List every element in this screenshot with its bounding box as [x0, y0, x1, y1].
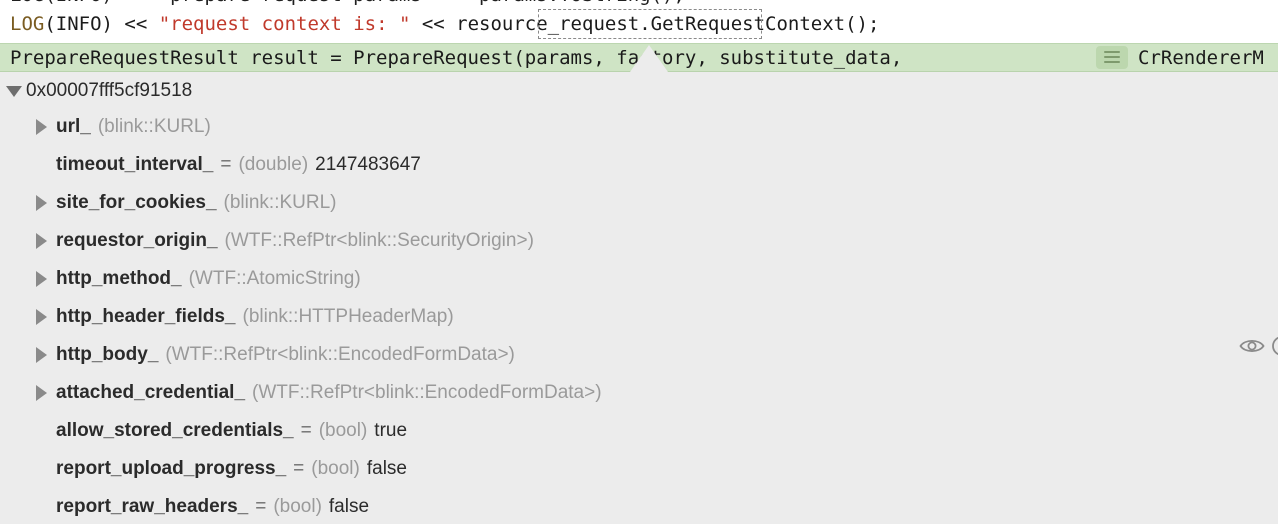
tree-row-report-raw-headers[interactable]: report_raw_headers_ = (bool) false — [0, 488, 1278, 524]
code-line-clipped[interactable]: LOG(INFO) << "prepare request params" <<… — [10, 0, 685, 9]
thread-name-label: CrRendererM — [1138, 47, 1264, 69]
disclosure-triangle-collapsed-icon[interactable] — [36, 233, 47, 249]
code-line-prepare-request-tail: ams, factory, substitute_data, — [559, 47, 914, 69]
tree-row-url[interactable]: url_ (blink::KURL) — [0, 108, 1278, 146]
disclosure-triangle-collapsed-icon[interactable] — [36, 385, 47, 401]
variable-type: (blink::KURL) — [223, 192, 337, 213]
variable-name: requestor_origin_ — [56, 230, 218, 251]
token-string-literal: "request context is: " — [158, 13, 411, 35]
token-member-call: .GetRequestContext(); — [639, 13, 880, 35]
variable-name: site_for_cookies_ — [56, 192, 217, 213]
variable-equals: = — [255, 496, 267, 517]
tree-row-allow-stored-credentials[interactable]: allow_stored_credentials_ = (bool) true — [0, 412, 1278, 450]
variable-type: (blink::KURL) — [97, 116, 211, 137]
disclosure-triangle-expanded-icon[interactable] — [6, 86, 22, 97]
tree-row-timeout-interval[interactable]: timeout_interval_ = (double) 2147483647 — [0, 146, 1278, 184]
disclosure-triangle-collapsed-icon[interactable] — [36, 271, 47, 287]
variable-name: attached_credential_ — [56, 382, 246, 403]
variable-value: 2147483647 — [315, 154, 421, 175]
variable-equals: = — [220, 154, 232, 175]
variable-inspector-popup[interactable]: 0x00007fff5cf91518 url_(blink::KURL) tim… — [0, 72, 1278, 524]
popup-arrow — [630, 45, 668, 72]
code-line-prepare-request[interactable]: PrepareRequestResult result = PrepareReq… — [10, 44, 914, 72]
variable-name: url_ — [56, 116, 91, 137]
variable-name: report_raw_headers_ — [56, 496, 249, 517]
hamburger-menu-icon — [1104, 51, 1120, 63]
variable-type: (double) — [238, 154, 309, 175]
variable-name: timeout_interval_ — [56, 154, 214, 175]
variable-name: http_header_fields_ — [56, 306, 236, 327]
variable-type: (bool) — [273, 496, 322, 517]
disclosure-triangle-collapsed-icon[interactable] — [36, 309, 47, 325]
token-info-args: (INFO) — [44, 13, 113, 35]
tree-row-site-for-cookies[interactable]: site_for_cookies_ (blink::KURL) — [0, 184, 1278, 222]
variable-type: (blink::HTTPHeaderMap) — [242, 306, 454, 327]
variable-type: (WTF::RefPtr<blink::EncodedFormData>) — [165, 344, 515, 365]
variable-name: report_upload_progress_ — [56, 458, 287, 479]
tree-row-attached-credential[interactable]: attached_credential_ (WTF::RefPtr<blink::… — [0, 374, 1278, 412]
tree-row-http-body[interactable]: http_body_ (WTF::RefPtr<blink::EncodedFor… — [0, 336, 1278, 374]
variable-value: false — [366, 458, 407, 479]
identifier-selection-box — [538, 9, 762, 39]
variable-type: (WTF::AtomicString) — [188, 268, 361, 289]
root-address-label: 0x00007fff5cf91518 — [26, 80, 193, 101]
variable-equals: = — [293, 458, 305, 479]
variable-value: false — [328, 496, 370, 517]
tree-row-requestor-origin[interactable]: requestor_origin_ (WTF::RefPtr<blink::Sec… — [0, 222, 1278, 260]
variable-equals: = — [300, 420, 312, 441]
partial-circle-icon[interactable] — [1271, 336, 1278, 358]
eye-icon[interactable] — [1239, 336, 1265, 361]
code-line-log-statement[interactable]: LOG(INFO) << "request context is: " << r… — [10, 10, 879, 38]
token-log: LOG — [10, 13, 45, 35]
variable-type: (bool) — [311, 458, 360, 479]
token-identifier-resource-request[interactable]: resource_request — [456, 13, 640, 35]
tree-row-report-upload-progress[interactable]: report_upload_progress_ = (bool) false — [0, 450, 1278, 488]
disclosure-triangle-collapsed-icon[interactable] — [36, 195, 47, 211]
disclosure-triangle-collapsed-icon[interactable] — [36, 347, 47, 363]
token-shift-2: << — [410, 13, 457, 35]
variable-name: http_body_ — [56, 344, 159, 365]
tree-row-http-header-fields[interactable]: http_header_fields_ (blink::HTTPHeaderMap… — [0, 298, 1278, 336]
token-shift-1: << — [112, 13, 159, 35]
code-line-clipped-text: LOG(INFO) << "prepare request params" <<… — [10, 0, 685, 6]
variable-type: (WTF::RefPtr<blink::EncodedFormData>) — [252, 382, 602, 403]
code-line-prepare-request-hidden: ar — [536, 47, 560, 69]
tree-row-http-method[interactable]: http_method_ (WTF::AtomicString) — [0, 260, 1278, 298]
variable-name: allow_stored_credentials_ — [56, 420, 294, 441]
variable-value: true — [374, 420, 408, 441]
code-line-prepare-request-head: PrepareRequestResult result = PrepareReq… — [10, 47, 537, 69]
variable-name: http_method_ — [56, 268, 182, 289]
variable-type: (bool) — [318, 420, 368, 441]
variable-type: (WTF::RefPtr<blink::SecurityOrigin>) — [224, 230, 534, 251]
tree-row-root[interactable]: 0x00007fff5cf91518 — [0, 72, 1278, 110]
disclosure-triangle-collapsed-icon[interactable] — [36, 119, 47, 135]
thread-menu-button[interactable] — [1096, 46, 1128, 69]
